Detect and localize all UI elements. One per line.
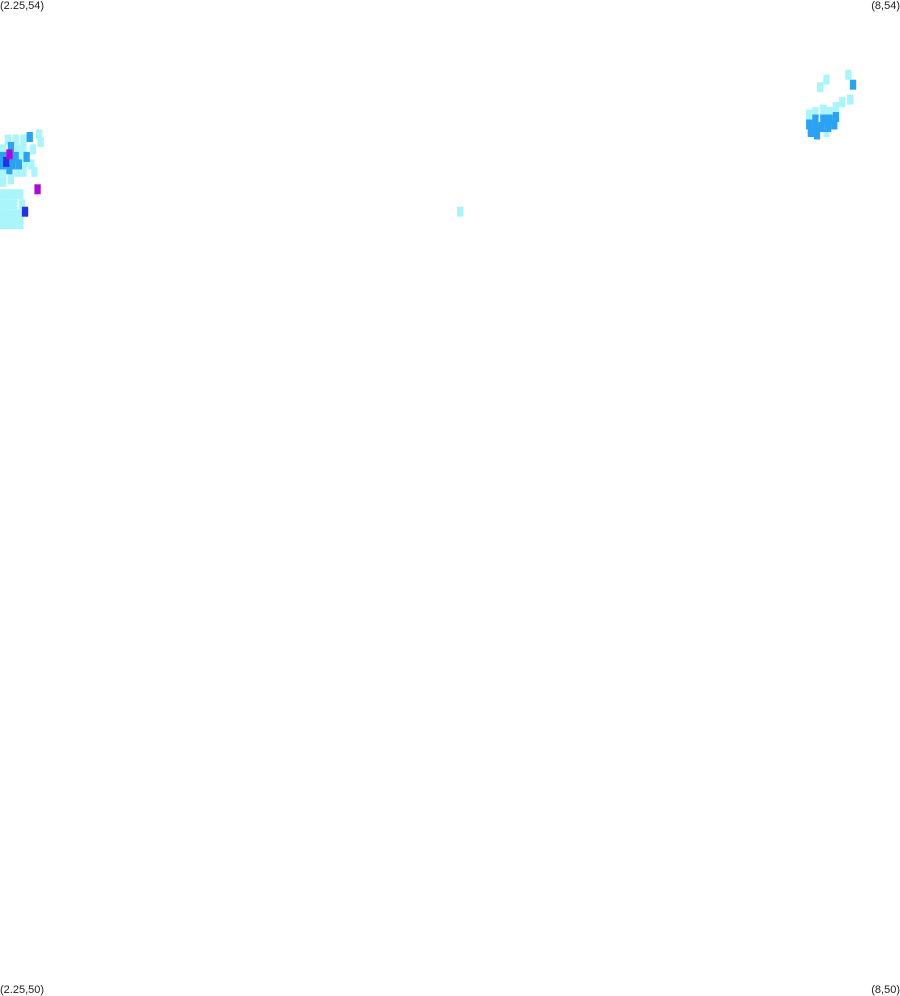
precip-cell-medium [849, 79, 857, 90]
precip-cell-light [11, 189, 18, 200]
precip-cell-light [845, 69, 852, 80]
precip-cell-medium [820, 114, 827, 125]
precip-cell-light [4, 219, 11, 230]
precip-cell-light [826, 107, 833, 118]
precip-cell-light [29, 144, 36, 155]
precip-cell-light [0, 209, 7, 220]
precip-cell-light [14, 144, 21, 155]
precip-cell-extreme [6, 149, 13, 160]
precip-cell-light [0, 144, 7, 155]
precip-cell-light [812, 107, 819, 118]
precip-cell-medium [23, 151, 30, 162]
precip-cell-light [4, 199, 11, 210]
precip-cell-light [846, 94, 854, 105]
precip-cell-light [0, 189, 7, 200]
precip-cell-light [7, 174, 15, 185]
precip-cell-medium [812, 114, 819, 125]
precip-cell-light [4, 134, 11, 145]
precip-cell-light [832, 102, 839, 113]
precip-cell-light [823, 74, 830, 85]
precip-cell-medium [15, 159, 22, 170]
precip-cell-medium [12, 151, 19, 162]
precip-cell-medium [812, 122, 819, 132]
precip-cell-medium [807, 127, 814, 137]
precip-cell-light [37, 137, 44, 147]
precip-cell-light [11, 199, 18, 210]
precip-cell-medium [818, 122, 825, 132]
precip-cell-light [18, 149, 26, 160]
precip-cell-light [17, 209, 24, 220]
precip-cell-light [20, 134, 27, 145]
precip-cell-medium [26, 132, 33, 142]
precip-cell-medium [7, 141, 15, 152]
precip-cell-light [36, 129, 43, 140]
precip-cell-light [0, 176, 7, 187]
corner-label-top-left: (2.25,54) [0, 0, 45, 12]
corner-label-bottom-left: (2.25,50) [0, 984, 45, 996]
precip-cell-light [0, 166, 7, 177]
precip-cell-heavy [21, 206, 29, 217]
precip-cell-medium [831, 119, 838, 130]
precip-cell-light [11, 209, 18, 220]
precip-cell-light [12, 134, 19, 145]
precip-cell-light [457, 206, 464, 217]
precip-cell-medium [826, 114, 833, 125]
corner-label-top-right: (8,54) [871, 0, 900, 12]
precip-cell-light [20, 166, 27, 177]
precip-cell-light [839, 97, 846, 108]
precip-cell-light [17, 219, 24, 230]
precip-cell-medium [806, 119, 813, 130]
precip-cell-light [17, 189, 24, 200]
precip-cell-medium [832, 112, 839, 122]
precip-cell-medium [813, 129, 821, 140]
precip-cell-extreme [34, 184, 41, 195]
precip-cell-light [0, 199, 7, 210]
precip-cell-light [806, 109, 813, 120]
precip-cell-light [11, 219, 18, 230]
precip-cell-heavy [3, 156, 10, 167]
precip-cell-light [0, 219, 7, 230]
precip-cell-light [4, 189, 11, 200]
precip-cell-light [820, 104, 827, 115]
precip-cell-medium [824, 122, 832, 132]
precip-cell-light [28, 159, 35, 170]
corner-label-bottom-right: (8,50) [871, 984, 900, 996]
precip-cell-light [817, 82, 824, 93]
precip-cell-light [14, 166, 21, 177]
precip-cell-light [18, 199, 26, 210]
precip-cell-light [4, 209, 11, 220]
precip-cell-light [31, 166, 38, 177]
precip-cell-medium [6, 164, 13, 175]
